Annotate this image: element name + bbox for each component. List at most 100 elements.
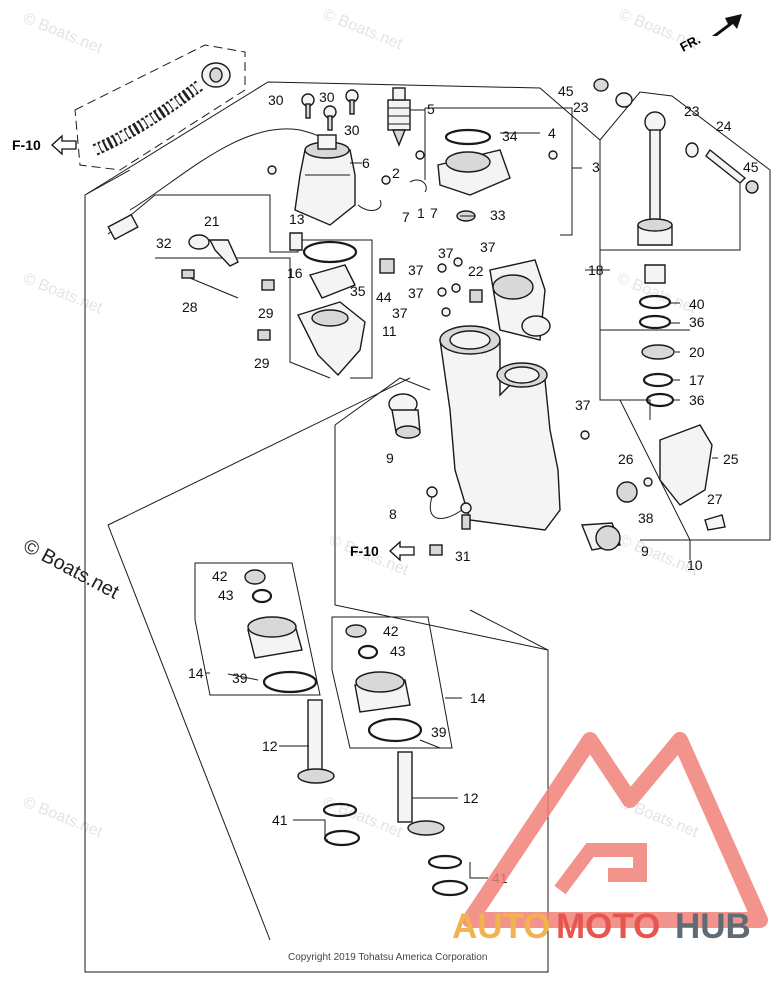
label-28: 28 (182, 299, 198, 315)
reference-bottom: F-10 (350, 540, 415, 562)
label-39b: 39 (431, 724, 447, 740)
seal-kit-right (345, 624, 469, 897)
label-29: 29 (258, 305, 274, 321)
label-45: 45 (558, 83, 574, 99)
label-23b: 23 (684, 103, 700, 119)
box-14-left (194, 562, 321, 696)
label-14: 14 (188, 665, 204, 681)
label-2: 2 (392, 165, 400, 181)
label-14b: 14 (470, 690, 486, 706)
label-30: 30 (268, 92, 284, 108)
box-14-right (331, 616, 453, 749)
label-40: 40 (689, 296, 705, 312)
part-labels: 3 4 5 6 7 7 8 9 9 10 11 12 12 13 14 14 1… (156, 83, 759, 886)
ground-wire (426, 257, 590, 556)
label-37: 37 (438, 245, 454, 261)
box-3 (425, 107, 573, 236)
label-37d: 37 (408, 285, 424, 301)
label-36b: 36 (689, 392, 705, 408)
label-32: 32 (156, 235, 172, 251)
label-37e: 37 (392, 305, 408, 321)
label-12b: 12 (463, 790, 479, 806)
label-22: 22 (468, 263, 484, 279)
label-3: 3 (592, 159, 600, 175)
label-38: 38 (638, 510, 654, 526)
label-9b: 9 (641, 543, 649, 559)
label-5: 5 (427, 101, 435, 117)
label-23: 23 (573, 99, 589, 115)
label-39: 39 (232, 670, 248, 686)
label-17: 17 (689, 372, 705, 388)
watermarks: © Boats.net © Boats.net © Boats.net © Bo… (21, 6, 702, 841)
label-36: 36 (689, 314, 705, 330)
reference-left: F-10 (12, 134, 77, 156)
frame-lines (74, 44, 771, 973)
label-9: 9 (386, 450, 394, 466)
label-33: 33 (490, 207, 506, 223)
label-12: 12 (262, 738, 278, 754)
watermark-boats-net: © Boats.net (20, 535, 123, 604)
arrow-left-icon (51, 134, 77, 156)
label-18: 18 (588, 262, 604, 278)
watermark: © Boats.net (21, 10, 106, 57)
label-8: 8 (389, 506, 397, 522)
reservoir (437, 128, 511, 222)
label-25: 25 (723, 451, 739, 467)
label-4: 4 (548, 125, 556, 141)
screws (267, 89, 558, 211)
watermark: © Boats.net (21, 270, 106, 317)
brand-hub: HUB (675, 907, 751, 946)
automotohub-logo: AUTO MOTO HUB (452, 732, 768, 946)
label-35: 35 (350, 283, 366, 299)
trim-rod (593, 78, 759, 408)
label-13: 13 (289, 211, 305, 227)
label-37f: 37 (575, 397, 591, 413)
label-42: 42 (212, 568, 228, 584)
plugs (388, 393, 621, 551)
reference-label: F-10 (350, 543, 379, 559)
arrow-left-icon (389, 540, 415, 562)
copyright-text: Copyright 2019 Tohatsu America Corporati… (288, 952, 487, 963)
brand-moto: MOTO (556, 907, 660, 946)
label-43b: 43 (390, 643, 406, 659)
label-26: 26 (618, 451, 634, 467)
small-parts-left (181, 232, 395, 341)
motor (294, 134, 356, 226)
relay (387, 87, 411, 147)
label-11: 11 (382, 323, 397, 339)
pump (297, 240, 366, 377)
watermark: © Boats.net (21, 794, 106, 841)
watermark: © Boats.net (321, 6, 406, 53)
label-43: 43 (218, 587, 234, 603)
label-45b: 45 (743, 159, 759, 175)
label-30b: 30 (319, 89, 335, 105)
leader-lines (206, 109, 718, 879)
arrow-icon (712, 14, 742, 36)
label-21: 21 (204, 213, 220, 229)
label-42b: 42 (383, 623, 399, 639)
label-7b: 7 (430, 205, 438, 221)
brand-auto: AUTO (452, 907, 551, 946)
label-44: 44 (376, 289, 392, 305)
label-24: 24 (716, 118, 732, 134)
label-27: 27 (707, 491, 723, 507)
label-20: 20 (689, 344, 705, 360)
seal-kit-left (244, 569, 361, 847)
bracket-parts (616, 424, 726, 531)
watermark: © Boats.net (321, 794, 406, 841)
label-31: 31 (455, 548, 471, 564)
label-7: 7 (402, 209, 410, 225)
label-30c: 30 (344, 122, 360, 138)
label-41: 41 (272, 812, 288, 828)
reference-label: F-10 (12, 137, 41, 153)
label-29b: 29 (254, 355, 270, 371)
cylinder-body (439, 259, 561, 531)
label-10: 10 (687, 557, 703, 573)
label-37c: 37 (408, 262, 424, 278)
label-37b: 37 (480, 239, 496, 255)
label-34: 34 (502, 128, 518, 144)
label-6: 6 (362, 155, 370, 171)
label-1: 1 (417, 205, 425, 221)
label-16: 16 (287, 265, 303, 281)
